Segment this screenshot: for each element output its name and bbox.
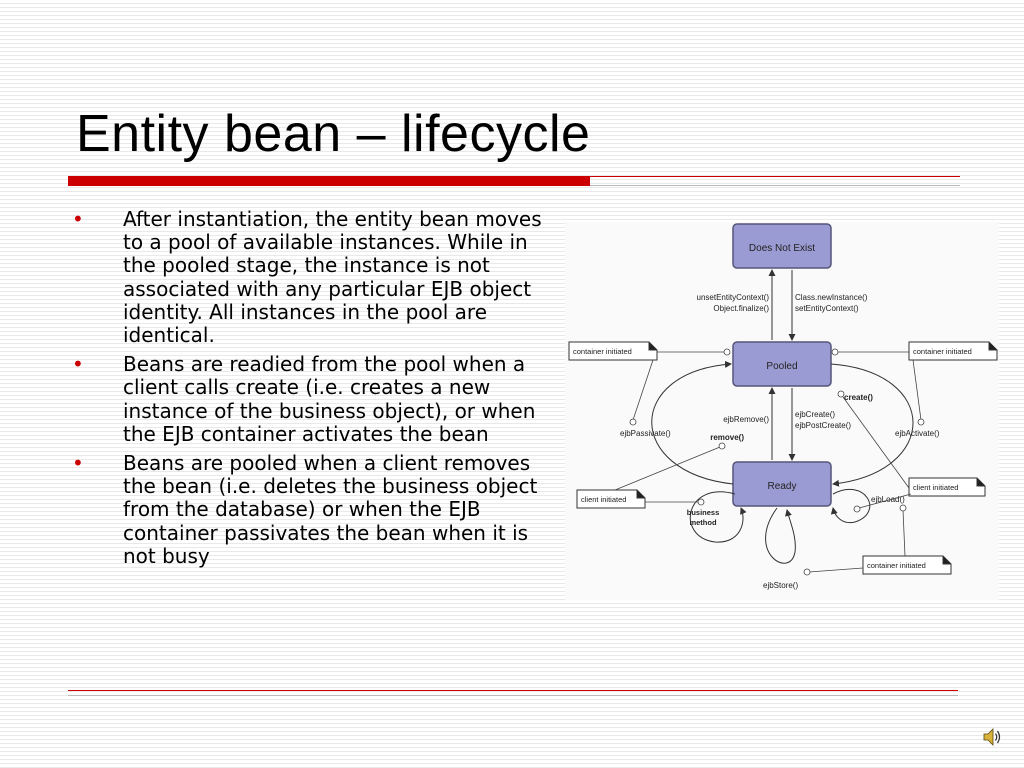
title-rule bbox=[590, 176, 960, 177]
label-ejb-activate: ejbActivate() bbox=[895, 429, 940, 438]
note-client-initiated-left: client initiated bbox=[576, 489, 646, 509]
slide-title: Entity bean – lifecycle bbox=[76, 105, 591, 163]
footer-rule bbox=[68, 690, 958, 691]
state-does-not-exist-label: Does Not Exist bbox=[749, 243, 815, 254]
arc-passivate bbox=[651, 360, 734, 485]
label-unset-entity-context: unsetEntityContext() bbox=[697, 293, 770, 302]
label-create: create() bbox=[844, 393, 873, 402]
label-ejb-post-create: ejbPostCreate() bbox=[795, 421, 851, 430]
note-container-initiated-right: container initiated bbox=[908, 341, 998, 361]
note-connectors bbox=[614, 348, 925, 576]
bullet-marker-icon: • bbox=[72, 352, 84, 377]
bullet-text: After instantiation, the entity bean mov… bbox=[123, 207, 542, 348]
loop-ejb-load bbox=[830, 488, 871, 524]
label-class-new-instance: Class.newInstance() bbox=[795, 293, 868, 302]
state-pooled-label: Pooled bbox=[766, 361, 797, 372]
loop-ejb-store bbox=[765, 507, 796, 564]
note-container-initiated-left-label: container initiated bbox=[573, 347, 632, 356]
bullet-marker-icon: • bbox=[72, 207, 84, 231]
footer-rule-secondary bbox=[68, 695, 958, 696]
label-method: method bbox=[689, 518, 717, 527]
bullet-marker-icon: • bbox=[72, 451, 84, 476]
title-rule-secondary bbox=[590, 185, 960, 186]
label-ejb-passivate: ejbPassivate() bbox=[620, 429, 671, 438]
lifecycle-diagram-svg: Does Not Exist Pooled Ready unsetEntityC… bbox=[568, 223, 998, 590]
note-container-initiated-bottom: container initiated bbox=[862, 555, 952, 575]
label-business: business bbox=[687, 508, 720, 517]
bullet-text: Beans are readied from the pool when a c… bbox=[123, 352, 536, 446]
note-client-initiated-right: client initiated bbox=[908, 477, 986, 497]
note-container-initiated-bottom-label: container initiated bbox=[867, 561, 926, 570]
lifecycle-diagram: Does Not Exist Pooled Ready unsetEntityC… bbox=[565, 222, 999, 600]
label-remove: remove() bbox=[710, 433, 744, 442]
note-client-initiated-left-label: client initiated bbox=[581, 495, 626, 504]
label-set-entity-context: setEntityContext() bbox=[795, 304, 859, 313]
label-ejb-remove: ejbRemove() bbox=[723, 415, 769, 424]
label-ejb-load: ejbLoad() bbox=[871, 495, 905, 504]
note-container-initiated-left: container initiated bbox=[568, 341, 658, 361]
title-underline-bar bbox=[68, 176, 590, 186]
bullet-item: • After instantiation, the entity bean m… bbox=[72, 207, 560, 348]
label-ejb-create: ejbCreate() bbox=[795, 410, 835, 419]
bullet-item: • Beans are readied from the pool when a… bbox=[72, 353, 560, 446]
speaker-icon[interactable] bbox=[982, 726, 1004, 748]
arc-activate bbox=[830, 363, 914, 487]
bullet-text: Beans are pooled when a client removes t… bbox=[123, 451, 538, 568]
note-container-initiated-right-label: container initiated bbox=[913, 347, 972, 356]
state-ready-label: Ready bbox=[768, 481, 797, 492]
loop-business-method bbox=[689, 491, 747, 543]
label-ejb-store: ejbStore() bbox=[763, 581, 798, 590]
bullet-list: • After instantiation, the entity bean m… bbox=[72, 207, 560, 574]
bullet-item: • Beans are pooled when a client removes… bbox=[72, 451, 560, 568]
note-client-initiated-right-label: client initiated bbox=[913, 483, 958, 492]
state-does-not-exist bbox=[732, 223, 832, 269]
label-object-finalize: Object.finalize() bbox=[713, 304, 769, 313]
